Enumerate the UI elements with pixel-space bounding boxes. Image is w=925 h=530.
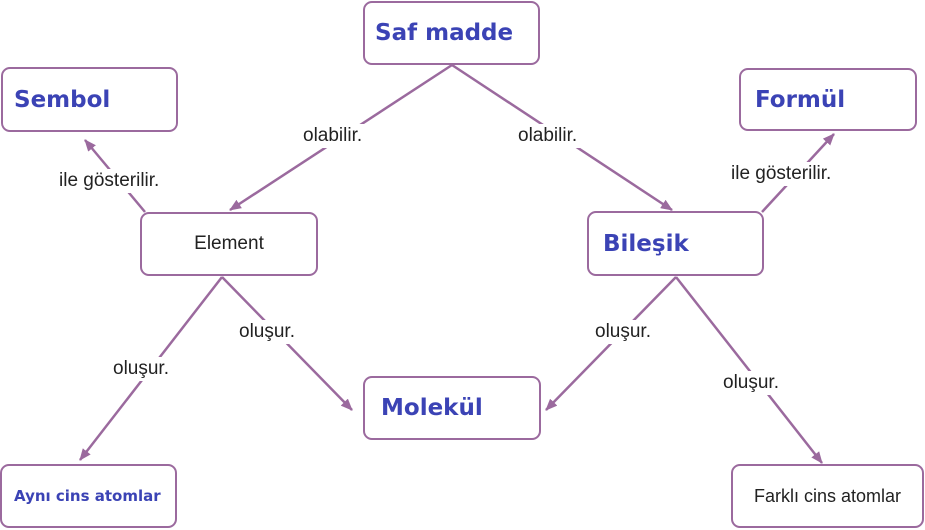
node-formul: Formül bbox=[739, 68, 917, 131]
edge-label-element-ayni: oluşur. bbox=[110, 357, 172, 381]
edge-label-bilesik-farkli: oluşur. bbox=[720, 371, 782, 395]
node-sembol: Sembol bbox=[1, 67, 178, 132]
edge-label-element-sembol: ile gösterilir. bbox=[56, 169, 163, 193]
arrow-bilesik-to-farkli bbox=[675, 276, 823, 464]
node-farkli-cins-atomlar: Farklı cins atomlar bbox=[731, 464, 924, 528]
node-ayni-cins-atomlar: Aynı cins atomlar bbox=[0, 464, 177, 528]
node-element: Element bbox=[140, 212, 318, 276]
edge-label-saf-bilesik: olabilir. bbox=[515, 124, 581, 148]
node-element-label: Element bbox=[194, 233, 264, 254]
node-sembol-label: Sembol bbox=[14, 86, 111, 113]
node-formul-label: Formül bbox=[755, 86, 846, 113]
node-ayni-cins-atomlar-label: Aynı cins atomlar bbox=[14, 487, 161, 505]
node-farkli-cins-atomlar-label: Farklı cins atomlar bbox=[753, 485, 902, 506]
node-bilesik: Bileşik bbox=[587, 211, 764, 276]
node-saf-madde-label: Saf madde bbox=[375, 20, 514, 46]
edge-label-bilesik-formul: ile gösterilir. bbox=[728, 162, 835, 186]
node-molekul: Molekül bbox=[363, 376, 541, 440]
edge-label-saf-element: olabilir. bbox=[300, 124, 366, 148]
node-saf-madde: Saf madde bbox=[363, 1, 540, 65]
edge-label-bilesik-molekul: oluşur. bbox=[592, 320, 654, 344]
node-bilesik-label: Bileşik bbox=[603, 230, 689, 257]
node-molekul-label: Molekül bbox=[381, 395, 483, 421]
edge-label-element-molekul: oluşur. bbox=[236, 320, 298, 344]
